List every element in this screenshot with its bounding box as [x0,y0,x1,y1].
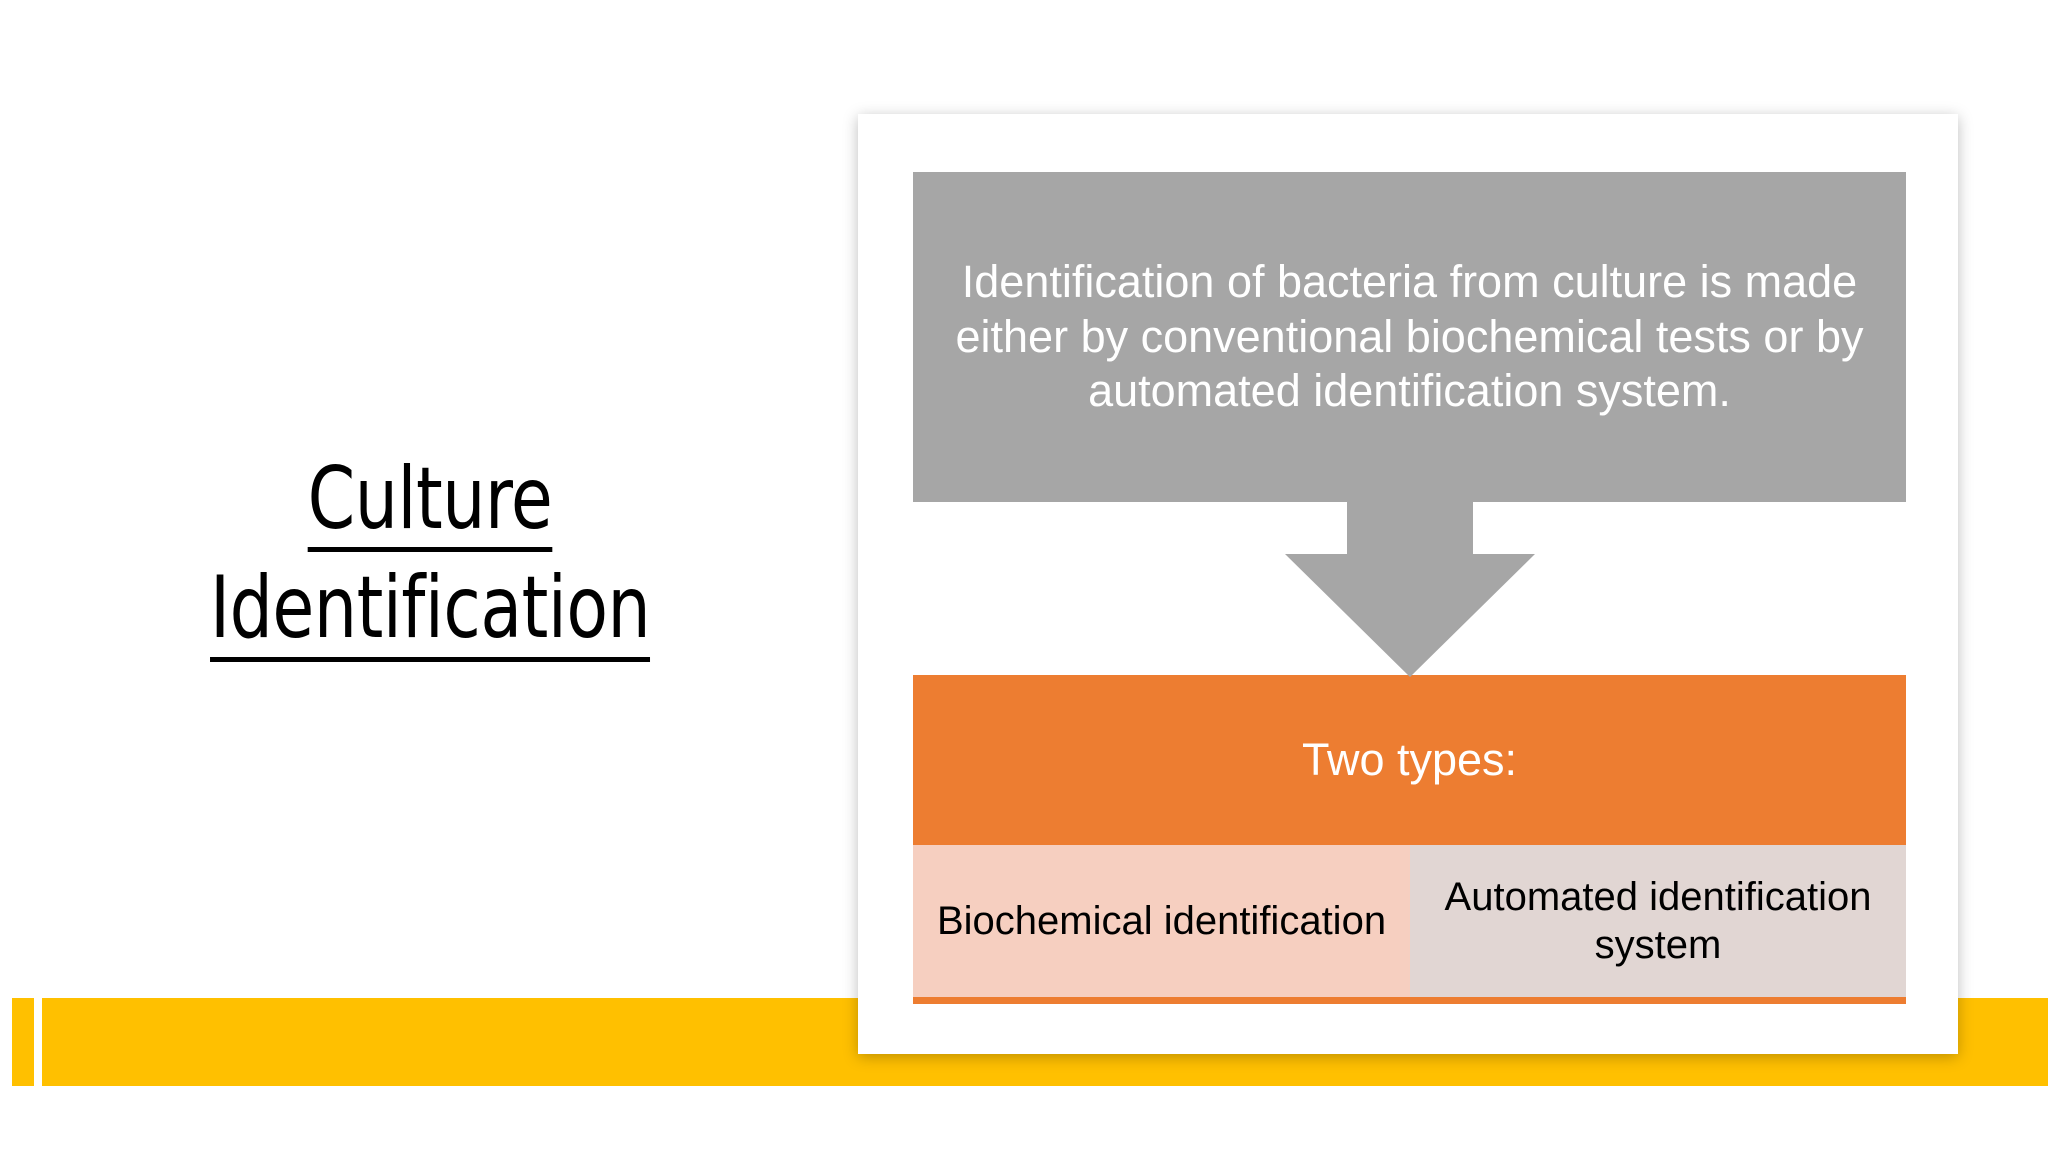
title-line-2: Identification [209,564,651,662]
banner-label: Two types: [1301,734,1518,785]
subtype-label-biochemical: Biochemical identification [936,899,1387,943]
subtype-label-automated: Automated identification system [1444,875,1872,967]
down-arrow-icon [1280,498,1540,683]
subtype-row: Biochemical identification Automated ide… [913,845,1906,997]
subtype-cell-automated: Automated identification system [1410,845,1906,997]
footer-accent-tab [12,998,34,1086]
title-line-1: Culture [307,454,553,553]
subtype-accent-underline [913,997,1906,1004]
statement-box: Identification of bacteria from culture … [913,172,1906,502]
banner-two-types: Two types: [913,675,1906,845]
subtype-cell-biochemical: Biochemical identification [913,845,1410,997]
page-title: Culture Identification [120,454,740,674]
statement-text: Identification of bacteria from culture … [955,255,1864,417]
